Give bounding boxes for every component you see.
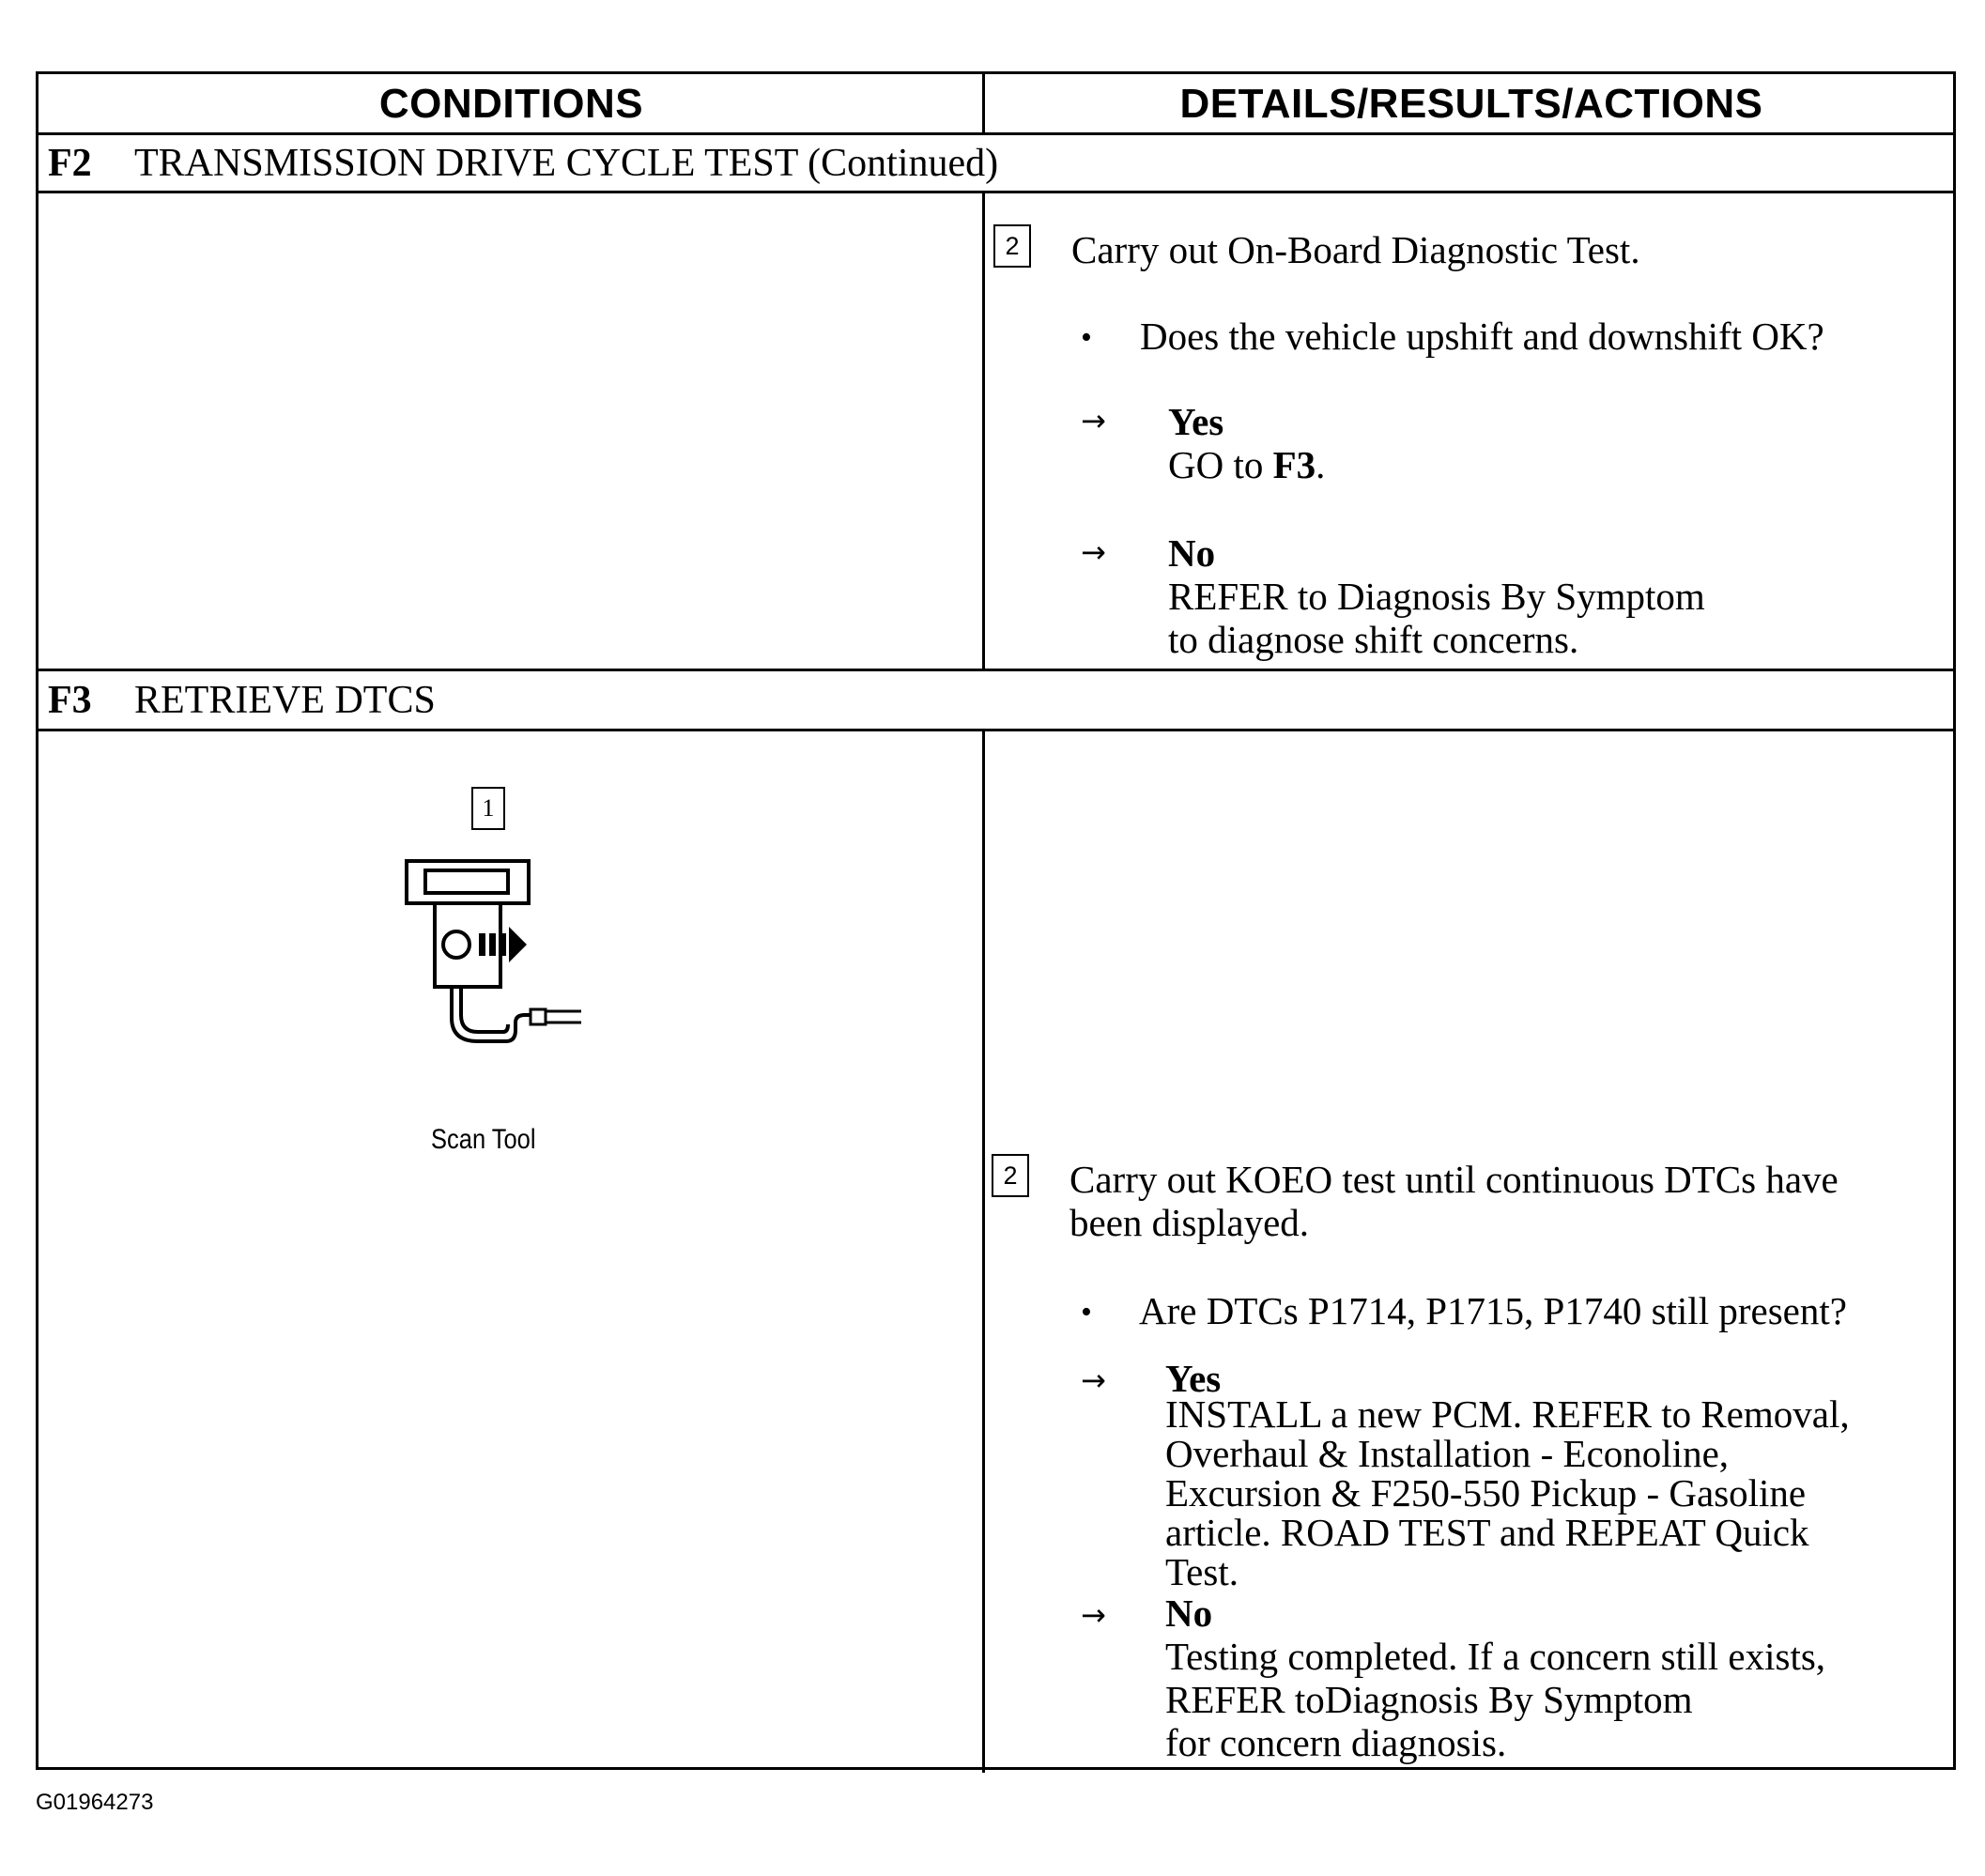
step-text: Carry out On-Board Diagnostic Test. <box>1071 228 1640 271</box>
bullet: • <box>1081 1295 1092 1330</box>
no-action-line: Testing completed. If a concern still ex… <box>1165 1635 1826 1678</box>
conditions-header: CONDITIONS <box>378 81 644 127</box>
yes-action-line: article. ROAD TEST and REPEAT Quick <box>1165 1511 1809 1554</box>
yes-action-line: Overhaul & Installation - Econoline, <box>1165 1432 1730 1475</box>
no-action-line: to diagnose shift concerns. <box>1168 618 1579 661</box>
bullet: • <box>1081 320 1092 355</box>
question-text: Are DTCs P1714, P1715, P1740 still prese… <box>1139 1289 1847 1332</box>
step-number-box: 2 <box>992 1154 1029 1197</box>
scan-tool-icon <box>405 859 581 1043</box>
arrow-icon: → <box>1081 403 1106 438</box>
no-action-line: for concern diagnosis. <box>1165 1721 1507 1764</box>
yes-action-line: INSTALL a new PCM. REFER to Removal, <box>1165 1392 1850 1436</box>
yes-action-line: Excursion & F250-550 Pickup - Gasoline <box>1165 1471 1807 1515</box>
yes-label: Yes <box>1168 400 1224 443</box>
section-id: F2 <box>48 142 92 185</box>
details-header: DETAILS/RESULTS/ACTIONS <box>1179 81 1763 127</box>
diagnostic-table: CONDITIONS DETAILS/RESULTS/ACTIONS F2 TR… <box>36 71 1956 1773</box>
yes-action-line: Test. <box>1165 1550 1239 1593</box>
divider <box>38 191 1953 193</box>
figure-id: G01964273 <box>36 1790 154 1815</box>
step-text-line: been displayed. <box>1069 1201 1310 1244</box>
figure-caption: Scan Tool <box>431 1124 536 1155</box>
no-label: No <box>1168 531 1216 575</box>
section-title: TRANSMISSION DRIVE CYCLE TEST (Continued… <box>134 142 999 185</box>
section-f3-title: F3 RETRIEVE DTCS <box>38 671 436 730</box>
figure-step-box: 1 <box>471 787 505 830</box>
arrow-icon: → <box>1081 1362 1106 1398</box>
step-text-line: Carry out KOEO test until continuous DTC… <box>1069 1158 1839 1201</box>
arrow-icon: → <box>1081 1597 1106 1633</box>
no-label: No <box>1165 1592 1213 1635</box>
section-id: F3 <box>48 679 92 722</box>
section-title: RETRIEVE DTCS <box>134 679 436 722</box>
column-divider <box>982 729 985 1773</box>
section-f2-title: F2 TRANSMISSION DRIVE CYCLE TEST (Contin… <box>38 134 998 192</box>
divider <box>38 669 1953 671</box>
no-action-line: REFER toDiagnosis By Symptom <box>1165 1678 1693 1721</box>
step-number-box: 2 <box>993 224 1031 268</box>
divider <box>38 132 1953 135</box>
yes-action: GO to F3. <box>1168 443 1326 486</box>
no-action-line: REFER to Diagnosis By Symptom <box>1168 575 1705 618</box>
question-text: Does the vehicle upshift and downshift O… <box>1140 315 1824 358</box>
column-divider <box>982 191 985 669</box>
column-divider <box>982 74 985 132</box>
divider <box>38 729 1953 731</box>
yes-label: Yes <box>1165 1357 1222 1400</box>
arrow-icon: → <box>1081 534 1106 570</box>
